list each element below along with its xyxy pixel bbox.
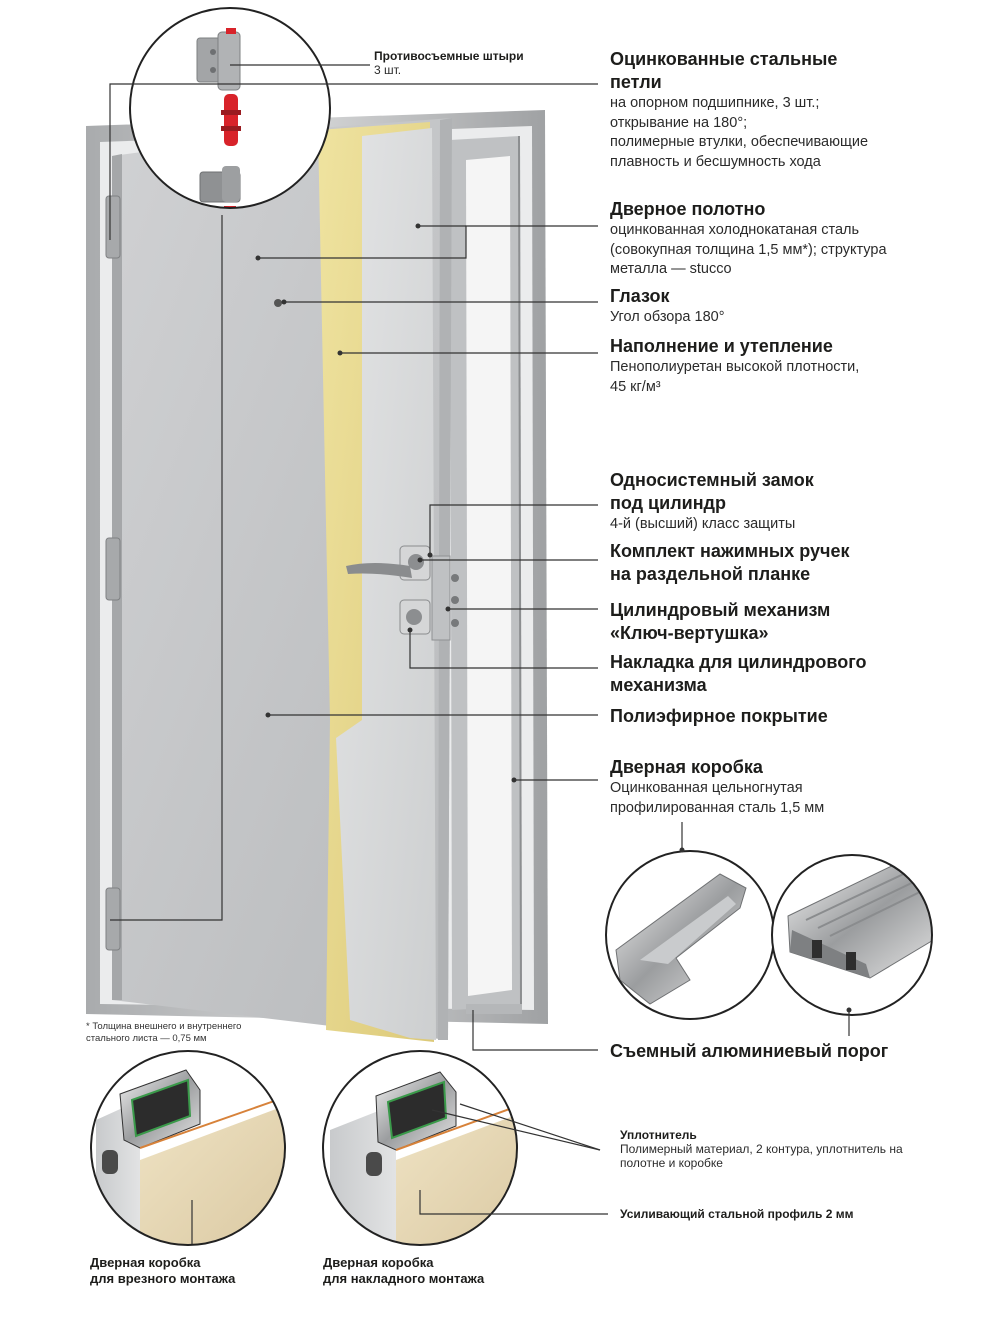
cylinder-plate-title: Накладка для цилиндрового механизма [610,652,867,695]
lock-title: Односистемный замок под цилиндр [610,470,814,513]
threshold-label: Съемный алюминиевый порог [610,1040,990,1063]
frame-profile-magnifier [605,850,775,1020]
door-leaf [112,118,459,1042]
door-handle [346,545,431,635]
hinge-pins-label: Противосъемные штыри 3 шт. [374,49,524,77]
hinges-sub: на опорном подшипнике, 3 шт.; открывание… [610,95,869,170]
inset-frame-magnifier [90,1050,286,1246]
coating-title: Полиэфирное покрытие [610,706,828,726]
caption-overlay: Дверная коробка для накладного монтажа [323,1255,563,1287]
footnote: * Толщина внешнего и внутреннего стально… [86,1021,326,1045]
threshold-magnifier [771,854,933,1016]
leaf-sub: оцинкованная холоднокатаная сталь (совок… [610,222,887,277]
profile-title: Усиливающий стальной профиль 2 мм [620,1207,854,1221]
insulation-sub: Пенополиуретан высокой плотности, 45 кг/… [610,359,860,395]
peephole-label: Глазок Угол обзора 180° [610,285,990,328]
caption-overlay-text: Дверная коробка для накладного монтажа [323,1255,485,1286]
frame-title: Дверная коробка [610,757,763,777]
lock-label: Односистемный замок под цилиндр 4-й (выс… [610,469,990,535]
cylinder-label: Цилиндровый механизм «Ключ-вертушка» [610,599,990,645]
insulation-title: Наполнение и утепление [610,336,833,356]
insulation-label: Наполнение и утепление Пенополиуретан вы… [610,335,990,397]
leaf-label: Дверное полотно оцинкованная холодноката… [610,198,990,280]
profile-label: Усиливающий стальной профиль 2 мм [620,1207,990,1221]
coating-label: Полиэфирное покрытие [610,705,990,728]
seal-sub: Полимерный материал, 2 контура, уплотнит… [620,1142,903,1170]
peephole-title: Глазок [610,286,670,306]
threshold [466,1004,522,1014]
footnote-text: * Толщина внешнего и внутреннего стально… [86,1021,242,1044]
leader-lines [109,64,850,1244]
lock-sub: 4-й (высший) класс защиты [610,516,796,532]
hinge-pins-title: Противосъемные штыри [374,49,524,63]
leaf-title: Дверное полотно [610,199,766,219]
caption-inset-text: Дверная коробка для врезного монтажа [90,1255,236,1286]
threshold-title: Съемный алюминиевый порог [610,1041,889,1061]
hinge-pins-sub: 3 шт. [374,63,402,77]
cylinder-title: Цилиндровый механизм «Ключ-вертушка» [610,600,831,643]
handles-label: Комплект нажимных ручек на раздельной пл… [610,540,990,586]
handles-title: Комплект нажимных ручек на раздельной пл… [610,541,850,584]
frame-label: Дверная коробка Оцинкованная цельногнута… [610,756,990,818]
frame-sub: Оцинкованная цельногнутая профилированна… [610,780,825,816]
overlay-frame-magnifier [322,1050,518,1246]
hinges-title: Оцинкованные стальные петли [610,49,838,92]
leader-dots [255,223,852,1013]
seal-title: Уплотнитель [620,1128,697,1142]
caption-inset: Дверная коробка для врезного монтажа [90,1255,310,1287]
peephole-sub: Угол обзора 180° [610,309,725,325]
hinges-label: Оцинкованные стальные петли на опорном п… [610,48,990,172]
seal-label: Уплотнитель Полимерный материал, 2 конту… [620,1128,990,1170]
peephole [274,299,282,307]
hinge-magnifier [129,7,331,209]
cylinder-plate-label: Накладка для цилиндрового механизма [610,651,990,697]
